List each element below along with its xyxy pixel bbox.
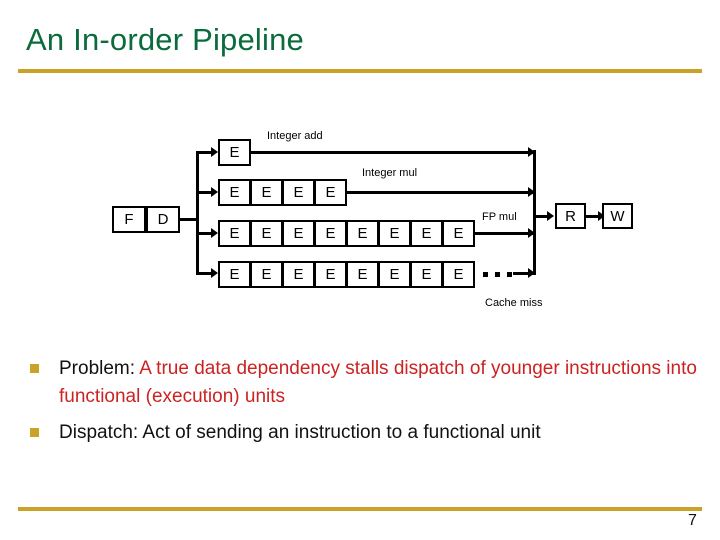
- stage-box-cache-miss-2: E: [250, 261, 283, 288]
- stage-box-fp-mul-8: E: [442, 220, 475, 247]
- fanout-arrow-2: [211, 187, 218, 197]
- bullet-square-icon: [30, 364, 39, 373]
- fanout-arrow-1: [211, 147, 218, 157]
- page-title: An In-order Pipeline: [26, 22, 304, 57]
- row-label-fp-mul: FP mul: [482, 211, 517, 223]
- fanout-stem: [180, 218, 199, 221]
- fanout-branch-3: [196, 232, 212, 235]
- row-arrow-integer-add: [528, 147, 535, 157]
- collector-to-r: [533, 215, 549, 218]
- fanout-branch-1: [196, 151, 212, 154]
- bullet-lead-dispatch: Dispatch: Act of sending an instruction …: [59, 422, 541, 443]
- stage-box-integer-mul-3: E: [282, 179, 315, 206]
- bullet-emphasis-problem: A true data dependency stalls dispatch o…: [59, 358, 697, 407]
- fanout-arrow-4: [211, 268, 218, 278]
- collector-bus: [533, 150, 536, 275]
- stage-box-fp-mul-3: E: [282, 220, 315, 247]
- row-arrow-integer-mul: [528, 187, 535, 197]
- r-to-w-arrow: [598, 211, 605, 221]
- row-label-integer-add: Integer add: [267, 130, 323, 142]
- stage-box-integer-add-1: E: [218, 139, 251, 166]
- fanout-bus: [196, 152, 199, 274]
- ellipsis-dot-2: [495, 272, 500, 277]
- list-item: Problem: A true data dependency stalls d…: [30, 355, 700, 411]
- stage-box-fp-mul-5: E: [346, 220, 379, 247]
- row-arrow-fp-mul: [528, 228, 535, 238]
- row-out-integer-add: [251, 151, 534, 154]
- stage-box-fp-mul-2: E: [250, 220, 283, 247]
- fanout-arrow-3: [211, 228, 218, 238]
- fd-stage-d: D: [146, 206, 180, 233]
- ellipsis-dot-1: [483, 272, 488, 277]
- row-label-cache-miss: Cache miss: [485, 297, 543, 309]
- stage-box-cache-miss-1: E: [218, 261, 251, 288]
- stage-box-fp-mul-4: E: [314, 220, 347, 247]
- stage-box-fp-mul-1: E: [218, 220, 251, 247]
- stage-box-cache-miss-8: E: [442, 261, 475, 288]
- row-out-cache-miss: [513, 272, 534, 275]
- row-arrow-cache-miss: [528, 268, 535, 278]
- fanout-branch-4: [196, 272, 212, 275]
- stage-box-cache-miss-4: E: [314, 261, 347, 288]
- stage-box-cache-miss-6: E: [378, 261, 411, 288]
- fd-stage-f: F: [112, 206, 146, 233]
- footer-divider: [18, 507, 702, 511]
- page-number: 7: [688, 512, 697, 529]
- stage-box-integer-mul-1: E: [218, 179, 251, 206]
- stage-box-cache-miss-7: E: [410, 261, 443, 288]
- stage-box-cache-miss-3: E: [282, 261, 315, 288]
- collector-arrow-r: [547, 211, 554, 221]
- row-out-fp-mul: [475, 232, 534, 235]
- stage-box-retire: R: [555, 203, 586, 229]
- bullet-text-dispatch: Dispatch: Act of sending an instruction …: [59, 419, 700, 447]
- stage-box-writeback: W: [602, 203, 633, 229]
- stage-box-cache-miss-5: E: [346, 261, 379, 288]
- bullet-square-icon: [30, 428, 39, 437]
- list-item: Dispatch: Act of sending an instruction …: [30, 419, 700, 447]
- stage-box-fp-mul-6: E: [378, 220, 411, 247]
- stage-box-fp-mul-7: E: [410, 220, 443, 247]
- fanout-branch-2: [196, 191, 212, 194]
- bullet-text-problem: Problem: A true data dependency stalls d…: [59, 355, 700, 411]
- r-to-w-link: [586, 215, 600, 218]
- ellipsis-dot-3: [507, 272, 512, 277]
- stage-box-integer-mul-4: E: [314, 179, 347, 206]
- bullet-lead-problem: Problem:: [59, 358, 140, 379]
- title-divider: [18, 69, 702, 73]
- row-out-integer-mul: [347, 191, 534, 194]
- stage-box-integer-mul-2: E: [250, 179, 283, 206]
- row-label-integer-mul: Integer mul: [362, 167, 418, 179]
